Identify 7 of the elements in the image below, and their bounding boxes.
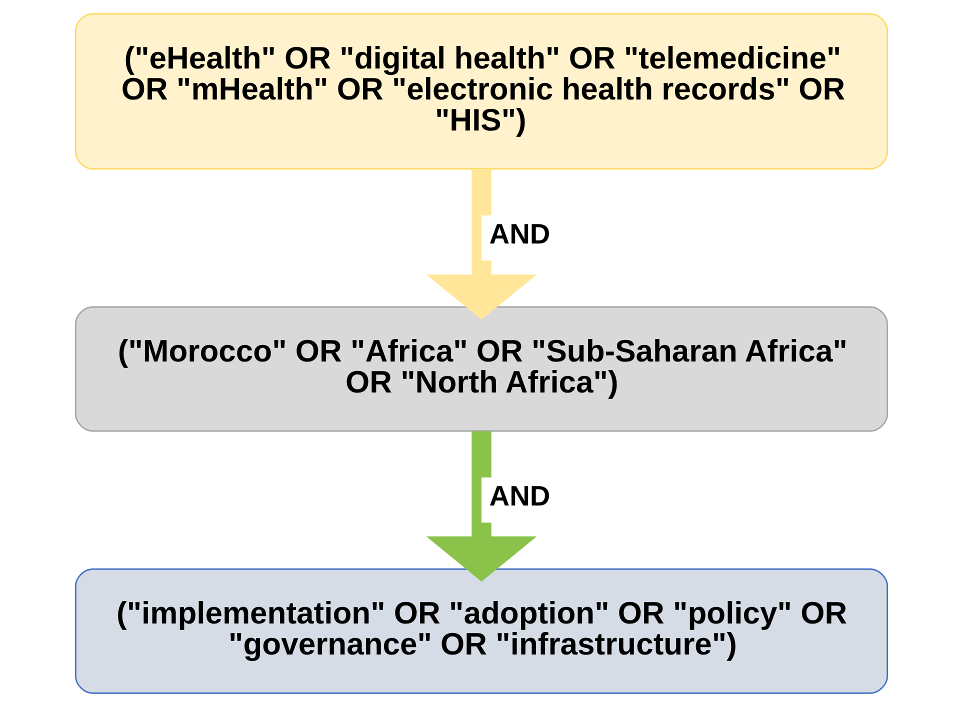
node-box: ("eHealth" OR "digital health" OR "telemedicine" OR "mHealth" OR "electronic health records" OR "HIS"): [74, 13, 888, 170]
edge-label: AND: [489, 480, 550, 512]
edge-label: AND: [489, 218, 550, 250]
node-box: ("Morocco" OR "Africa" OR "Sub-Saharan Africa" OR "North Africa"): [74, 306, 888, 432]
arrow: [426, 431, 537, 582]
arrow: [426, 168, 537, 320]
node-box: ("implementation" OR "adoption" OR "policy" OR "governance" OR "infrastructure"): [74, 568, 888, 694]
